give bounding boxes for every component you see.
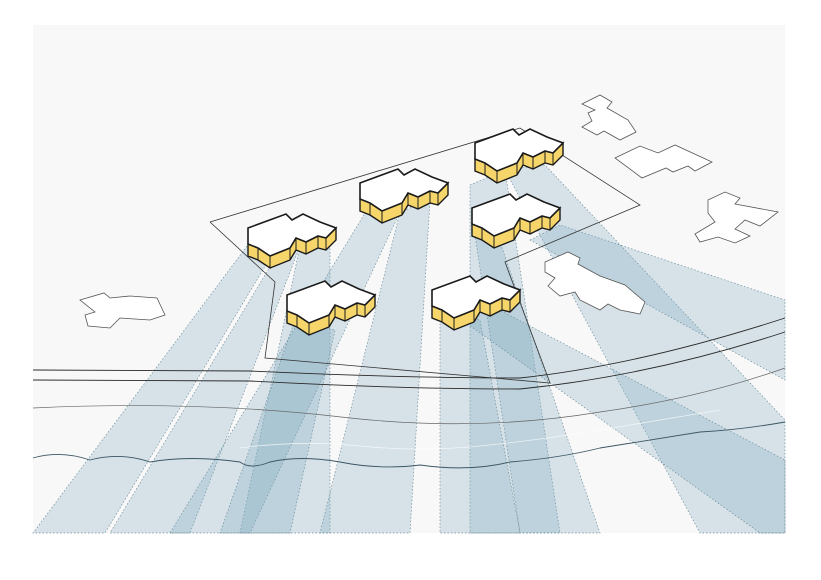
building-edges [474, 151, 554, 183]
road [32, 317, 786, 425]
building-edges [471, 216, 551, 248]
building-edges [359, 191, 439, 223]
view-cone [439, 309, 521, 534]
shoreline [32, 421, 786, 469]
building-roof [247, 213, 338, 257]
building-roof [286, 280, 377, 324]
building-roof [431, 275, 522, 319]
building-edges [247, 236, 327, 268]
view-cone [454, 304, 786, 534]
building-roof [471, 193, 562, 237]
neighbor-top-right-2 [614, 144, 713, 179]
proposed-building-4 [471, 193, 562, 249]
building-roof [359, 168, 450, 212]
neighbor-buildings [79, 94, 779, 329]
proposed-building-5 [286, 280, 377, 336]
building-roof [474, 128, 565, 172]
neighbor-left [79, 292, 166, 329]
neighbor-top-right-1 [581, 94, 637, 141]
proposed-building-1 [247, 213, 338, 269]
neighbor-right-1 [694, 191, 779, 244]
neighbor-right-2 [544, 251, 646, 315]
building-edges [431, 298, 511, 330]
proposed-building-3 [474, 128, 565, 184]
building-edges [286, 303, 366, 335]
shoreline-inner [239, 409, 721, 450]
proposed-buildings [247, 128, 565, 336]
proposed-building-6 [431, 275, 522, 331]
ground-plane [33, 25, 785, 533]
proposed-building-2 [359, 168, 450, 224]
